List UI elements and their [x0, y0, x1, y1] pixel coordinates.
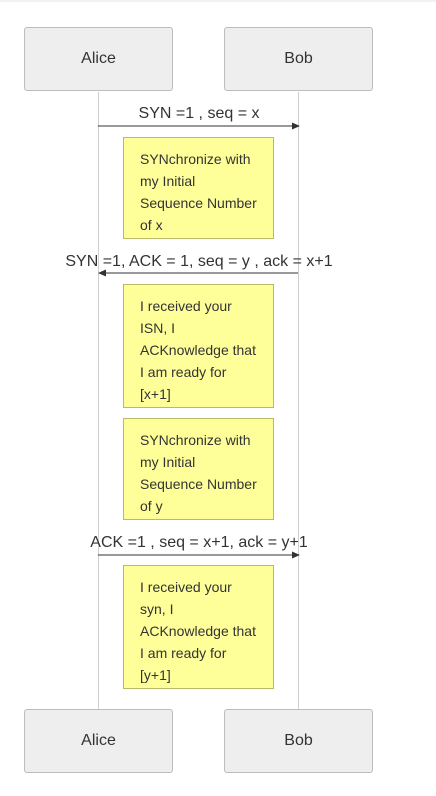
note-line: ISN, I [140, 320, 176, 336]
note-line: Sequence Number [140, 476, 257, 492]
message-label-syn: SYN =1 , seq = x [138, 105, 260, 122]
note-ack-alice: I received your syn, I ACKnowledge that … [123, 565, 274, 689]
note-line: of x [140, 217, 163, 233]
note-line: my Initial [140, 173, 196, 189]
bob-actor-label: Bob [284, 50, 313, 67]
note-line: syn, I [140, 601, 174, 617]
note-syn-alice: SYNchronize with my Initial Sequence Num… [123, 137, 274, 239]
alice-actor-label: Alice [81, 50, 116, 67]
bob-lifeline [298, 92, 299, 710]
note-ack-bob: I received your ISN, I ACKnowledge that … [123, 284, 274, 408]
note-line: of y [140, 498, 163, 514]
message-arrowhead-syn [292, 122, 300, 130]
note-line: I received your [140, 298, 232, 314]
note-line: [x+1] [140, 386, 171, 402]
top-edge [0, 0, 436, 2]
alice-actor-top: Alice [24, 27, 173, 91]
message-arrowhead-syn-ack [98, 269, 106, 277]
bob-actor-top: Bob [224, 27, 373, 91]
message-label-ack: ACK =1 , seq = x+1, ack = y+1 [90, 534, 308, 551]
bob-actor-label: Bob [284, 732, 313, 749]
note-line: I received your [140, 579, 232, 595]
note-line: ACKnowledge that [140, 623, 256, 639]
note-line: I am ready for [140, 364, 227, 380]
message-arrowhead-ack [292, 551, 300, 559]
note-line: ACKnowledge that [140, 342, 256, 358]
note-line: [y+1] [140, 667, 171, 683]
note-line: Sequence Number [140, 195, 257, 211]
alice-actor-label: Alice [81, 732, 116, 749]
note-line: SYNchronize with [140, 432, 251, 448]
alice-lifeline [98, 92, 99, 710]
bob-actor-bottom: Bob [224, 709, 373, 773]
note-syn-bob: SYNchronize with my Initial Sequence Num… [123, 418, 274, 520]
message-label-syn-ack: SYN =1, ACK = 1, seq = y , ack = x+1 [65, 253, 333, 270]
note-line: I am ready for [140, 645, 227, 661]
alice-actor-bottom: Alice [24, 709, 173, 773]
note-line: my Initial [140, 454, 196, 470]
note-line: SYNchronize with [140, 151, 251, 167]
